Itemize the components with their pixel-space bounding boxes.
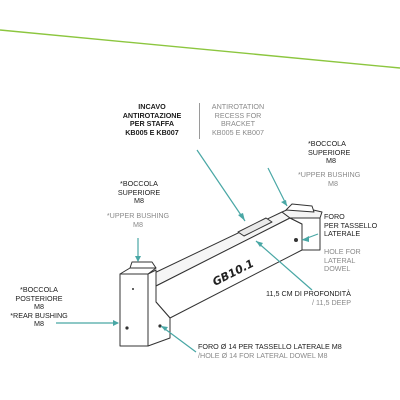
leader-arrowheads xyxy=(113,200,309,331)
depth-label-it: 11,5 CM DI PROFONDITÀ xyxy=(266,289,351,298)
bushing-screw xyxy=(132,288,134,290)
accent-line xyxy=(0,29,400,69)
lateral-dowel-hole xyxy=(158,324,162,328)
lateral-dowel-label-en: /HOLE Ø 14 FOR LATERAL DOWEL M8 xyxy=(198,351,328,360)
recess-divider xyxy=(199,103,200,139)
lateral-hole-label-it: FORO PER TASSELLO LATERALE xyxy=(324,212,378,239)
leader-upper-right xyxy=(267,167,288,207)
leader-lateral-dowel xyxy=(160,325,197,353)
upper-left-bushing-label-en: *UPPER BUSHING M8 xyxy=(106,211,170,229)
rear-bushing-label: *BOCCOLA POSTERIORE M8 *REAR BUSHING M8 xyxy=(10,285,68,329)
leader-recess xyxy=(196,149,246,222)
upper-left-bushing-label-it: *BOCCOLA SUPERIORE M8 xyxy=(117,179,161,206)
recess-label-it: INCAVO ANTIROTAZIONE PER STAFFA KB005 E … xyxy=(122,102,182,137)
upper-right-bushing-label-en: *UPPER BUSHING M8 xyxy=(298,170,361,188)
lateral-dowel-label-it: FORO Ø 14 PER TASSELLO LATERALE M8 xyxy=(198,342,342,351)
depth-label-en: / 11,5 DEEP xyxy=(312,298,352,307)
recess-label-en: ANTIROTATION RECESS FOR BRACKET KB005 E … xyxy=(211,102,265,137)
lateral-hole-label-en: HOLE FOR LATERAL DOWEL xyxy=(324,247,361,274)
upper-right-bushing-label-it: *BOCCOLA SUPERIORE M8 xyxy=(308,139,351,166)
lateral-hole-right xyxy=(294,238,298,242)
rear-bushing-hole xyxy=(125,326,129,330)
leader-depth xyxy=(255,240,313,291)
leader-lines xyxy=(56,149,319,353)
